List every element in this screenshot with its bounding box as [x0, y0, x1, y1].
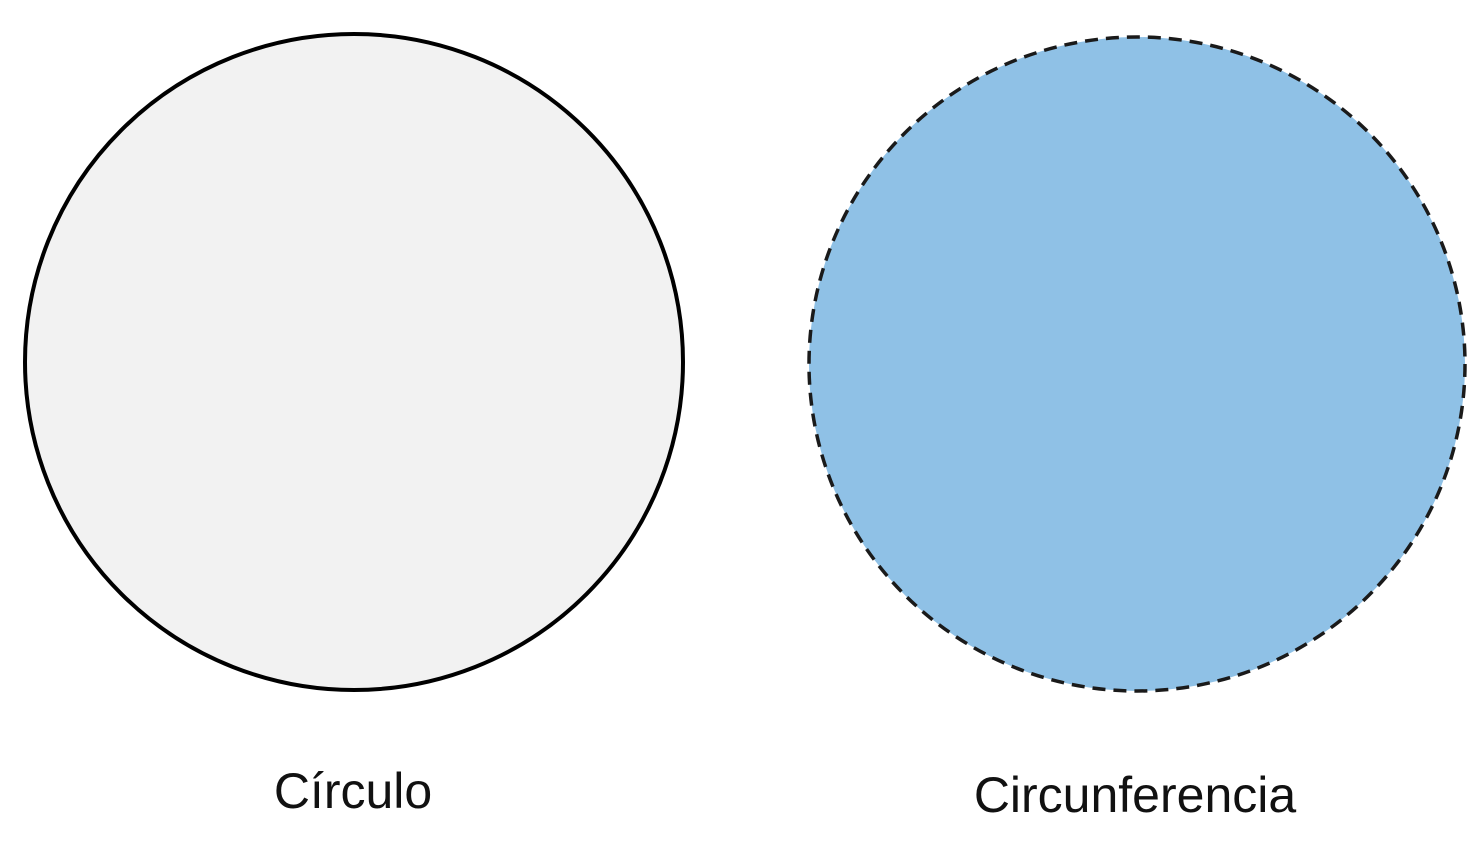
- circunferencia-label: Circunferencia: [973, 767, 1297, 823]
- circulo-label: Círculo: [273, 763, 433, 819]
- solid-circle-shape: [23, 32, 685, 692]
- dashed-circumference-shape: [807, 35, 1467, 693]
